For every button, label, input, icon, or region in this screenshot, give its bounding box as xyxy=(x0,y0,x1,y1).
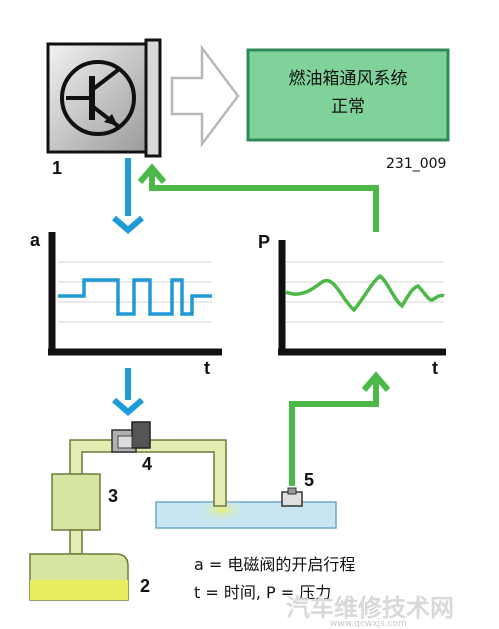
green-pressure-line xyxy=(289,371,391,486)
legend-line-t: t = 时间, P = 压力 xyxy=(194,583,331,602)
blue-arrow-down-1 xyxy=(112,158,144,234)
watermark-text: 汽车维修技术网 xyxy=(286,594,454,622)
component-label-2: 2 xyxy=(140,576,150,596)
status-line-1: 燃油箱通风系统 xyxy=(289,69,408,89)
fuel-system xyxy=(29,421,337,601)
figure-id: 231_009 xyxy=(386,156,446,172)
carbon-canister xyxy=(51,473,101,531)
intake-manifold xyxy=(155,501,337,529)
component-label-3: 3 xyxy=(108,486,118,506)
pressure-sensor xyxy=(281,487,303,507)
blue-arrow-down-2 xyxy=(112,368,144,416)
solenoid-valve xyxy=(111,421,151,453)
transistor-icon xyxy=(60,60,136,136)
status-box: 燃油箱通风系统 正常 xyxy=(246,48,450,142)
graph-valve-stroke xyxy=(48,232,222,356)
graph-pressure xyxy=(278,240,446,356)
control-unit xyxy=(46,38,162,158)
graph-right-x-label: t xyxy=(432,358,438,378)
output-arrow-icon xyxy=(170,44,240,148)
component-label-4: 4 xyxy=(142,454,152,474)
watermark-url: www.qcwxjs.com xyxy=(330,619,407,629)
graph-left-signal xyxy=(58,278,212,316)
graph-right-gridlines xyxy=(286,261,444,323)
graph-left-y-label: a xyxy=(30,230,41,250)
graph-right-signal xyxy=(285,273,445,313)
status-line-2: 正常 xyxy=(331,97,365,117)
component-label-5: 5 xyxy=(304,470,314,490)
green-feedback-arrow xyxy=(137,163,379,232)
graph-right-y-label: P xyxy=(258,232,270,252)
legend-line-a: a = 电磁阀的开启行程 xyxy=(194,555,355,574)
graph-left-x-label: t xyxy=(204,358,210,378)
component-label-1: 1 xyxy=(52,158,62,178)
